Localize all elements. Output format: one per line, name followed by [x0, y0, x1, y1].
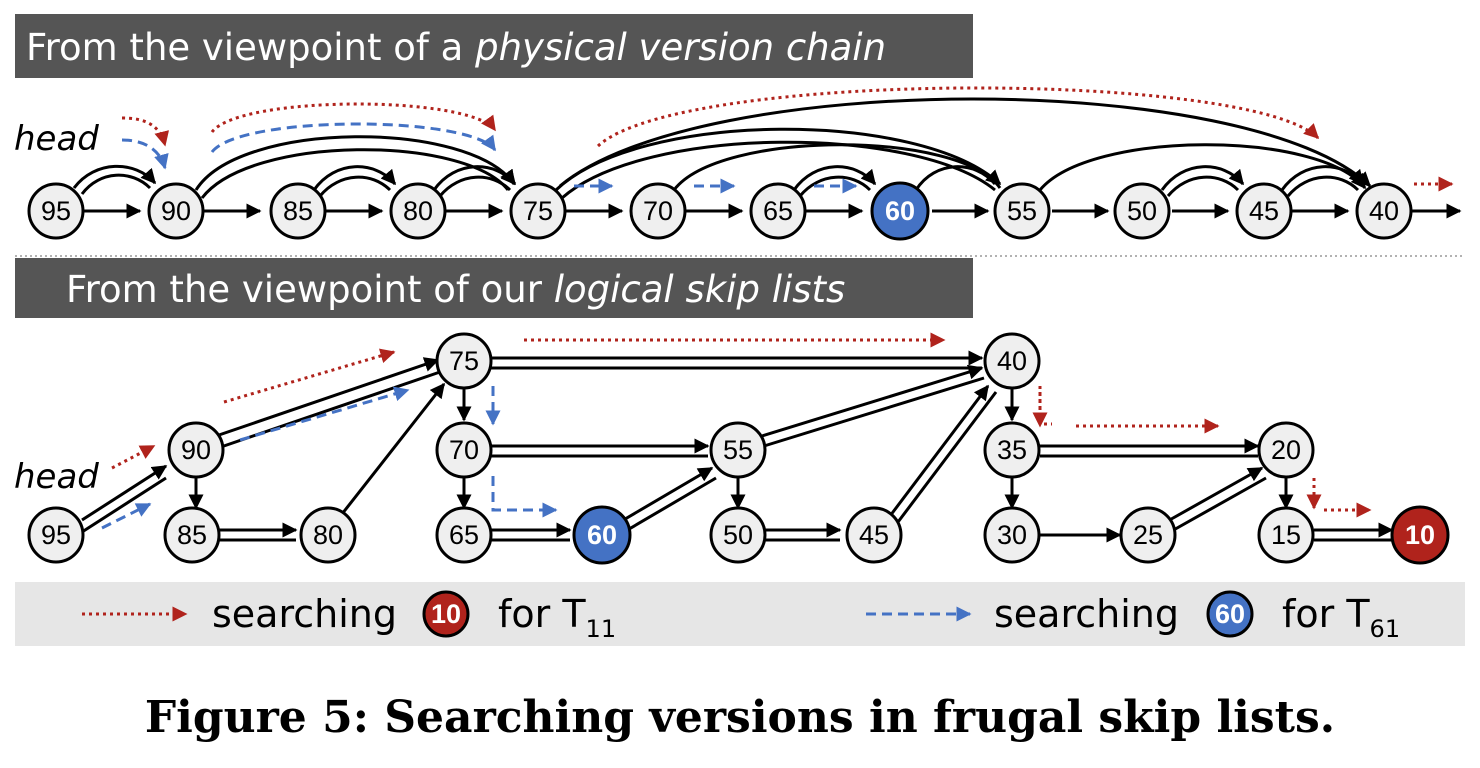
- top-node-90: 90: [147, 182, 205, 240]
- bottom-search-paths: [101, 332, 1372, 530]
- svg-text:40: 40: [1369, 196, 1399, 226]
- svg-text:80: 80: [313, 520, 343, 550]
- legend-red-for: for T11: [498, 592, 616, 643]
- svg-text:10: 10: [431, 599, 461, 629]
- svg-text:35: 35: [997, 435, 1027, 465]
- svg-text:65: 65: [763, 196, 793, 226]
- legend-red-badge: [422, 590, 470, 638]
- bottom-node-15: 15: [1257, 506, 1315, 564]
- bottom-node-95: 95: [27, 506, 85, 564]
- bottom-node-80: 80: [299, 506, 357, 564]
- svg-text:40: 40: [997, 346, 1027, 376]
- svg-text:45: 45: [859, 520, 889, 550]
- bottom-node-10: 10: [1390, 505, 1450, 565]
- figure-caption: Figure 5: Searching versions in frugal s…: [144, 692, 1336, 743]
- svg-text:15: 15: [1271, 520, 1301, 550]
- top-edges: [72, 97, 1462, 219]
- bottom-node-45: 45: [845, 506, 903, 564]
- svg-text:60: 60: [885, 196, 915, 226]
- svg-text:20: 20: [1271, 435, 1301, 465]
- svg-text:75: 75: [523, 196, 553, 226]
- bottom-node-65: 65: [435, 506, 493, 564]
- top-node-50: 50: [1113, 182, 1171, 240]
- svg-text:70: 70: [643, 196, 673, 226]
- top-node-65: 65: [749, 182, 807, 240]
- bottom-node-35: 35: [983, 421, 1041, 479]
- svg-text:50: 50: [723, 520, 753, 550]
- bottom-node-55: 55: [709, 421, 767, 479]
- top-search-paths: [121, 86, 1454, 194]
- svg-text:30: 30: [997, 520, 1027, 550]
- svg-text:60: 60: [1215, 599, 1245, 629]
- legend-blue-text: searching: [994, 592, 1179, 636]
- legend-red-text: searching: [212, 592, 397, 636]
- svg-text:95: 95: [41, 196, 71, 226]
- top-node-60: 60: [870, 181, 930, 241]
- top-node-55: 55: [993, 182, 1051, 240]
- bottom-node-85: 85: [163, 506, 221, 564]
- svg-text:25: 25: [1133, 520, 1163, 550]
- bottom-node-70: 70: [435, 421, 493, 479]
- bottom-head-label: head: [14, 457, 99, 497]
- bottom-node-50: 50: [709, 506, 767, 564]
- svg-text:85: 85: [177, 520, 207, 550]
- bottom-node-90: 90: [167, 421, 225, 479]
- svg-text:10: 10: [1405, 520, 1435, 550]
- svg-text:65: 65: [449, 520, 479, 550]
- bottom-node-25: 25: [1119, 506, 1177, 564]
- bottom-node-75: 75: [435, 332, 493, 390]
- top-nodes: 95 90 85 80 75 70 65 60 55 50 45 40: [27, 181, 1413, 241]
- top-node-45: 45: [1235, 182, 1293, 240]
- top-node-70: 70: [629, 182, 687, 240]
- top-node-95: 95: [27, 182, 85, 240]
- svg-text:60: 60: [587, 520, 617, 550]
- svg-text:85: 85: [283, 196, 313, 226]
- legend-blue: searching 60 for T61: [866, 590, 1400, 643]
- top-head-label: head: [14, 119, 99, 159]
- bottom-title-banner: [15, 258, 973, 318]
- svg-text:45: 45: [1249, 196, 1279, 226]
- svg-text:75: 75: [449, 346, 479, 376]
- top-node-80: 80: [389, 182, 447, 240]
- bottom-node-20: 20: [1257, 421, 1315, 479]
- bottom-title: From the viewpoint of our logical skip l…: [66, 268, 845, 311]
- bottom-node-30: 30: [983, 506, 1041, 564]
- svg-text:55: 55: [723, 435, 753, 465]
- top-node-85: 85: [269, 182, 327, 240]
- legend-blue-badge: [1206, 590, 1254, 638]
- svg-text:90: 90: [161, 196, 191, 226]
- svg-text:80: 80: [403, 196, 433, 226]
- top-title-banner: [15, 14, 973, 78]
- svg-text:95: 95: [41, 520, 71, 550]
- svg-text:90: 90: [181, 435, 211, 465]
- bottom-node-40: 40: [983, 332, 1041, 390]
- svg-text:55: 55: [1007, 196, 1037, 226]
- legend-blue-for: for T61: [1282, 592, 1400, 643]
- svg-text:70: 70: [449, 435, 479, 465]
- top-title: From the viewpoint of a physical version…: [26, 26, 886, 69]
- bottom-edges: [81, 350, 1394, 543]
- svg-text:50: 50: [1127, 196, 1157, 226]
- bottom-nodes: 75 40 90 70 55 35 20 95 85 80 65 60 50 4…: [27, 332, 1450, 565]
- top-node-40: 40: [1355, 182, 1413, 240]
- legend-red: searching 10 for T11: [82, 590, 616, 643]
- bottom-node-60: 60: [572, 505, 632, 565]
- top-node-75: 75: [509, 182, 567, 240]
